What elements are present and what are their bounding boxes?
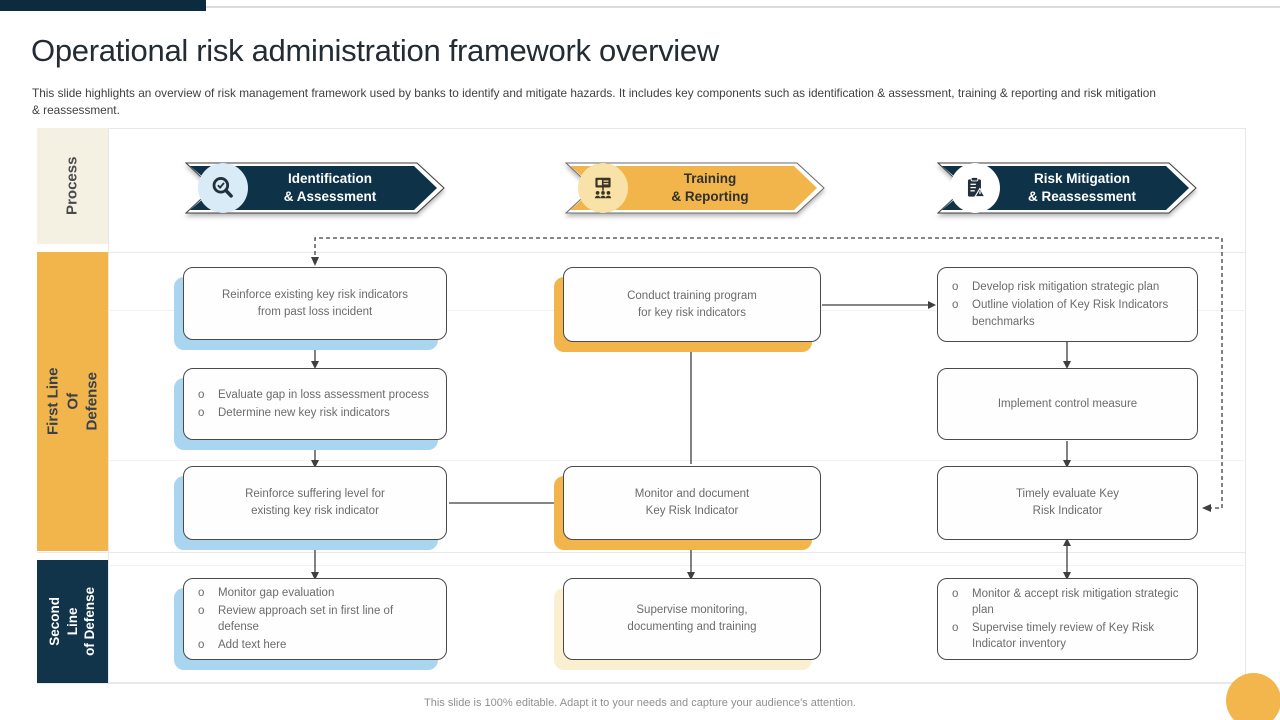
bullet-item: o Determine new key risk indicators: [198, 405, 432, 421]
top-divider-line: [206, 6, 1280, 8]
bullet-item: o Monitor gap evaluation: [198, 585, 432, 601]
banner-arrow-shape: [937, 162, 1197, 214]
box-text: Supervise monitoring, documenting and tr…: [627, 604, 757, 633]
bullet-item: o Outline violation of Key Risk Indicator…: [952, 297, 1183, 329]
row-label-first-line-of-defense: First Line Of Defense: [37, 252, 108, 551]
row-divider: [37, 683, 1246, 684]
flow-box-reinforce-existing-kri: Reinforce existing key risk indicators f…: [183, 267, 447, 340]
bullet-text: Supervise timely review of Key Risk Indi…: [972, 622, 1155, 651]
banner-label: Risk Mitigation & Reassessment: [999, 162, 1165, 214]
bullet-item: o Add text here: [198, 637, 432, 653]
row-divider: [37, 252, 1246, 253]
banner-label: Identification & Assessment: [247, 162, 413, 214]
bullet-item: o Monitor & accept risk mitigation strate…: [952, 586, 1183, 618]
bullet-marker: o: [952, 587, 959, 600]
bullet-text: Monitor gap evaluation: [218, 586, 335, 599]
footer-note: This slide is 100% editable. Adapt it to…: [424, 697, 856, 709]
bullet-text: Add text here: [218, 639, 287, 652]
bullet-text: Develop risk mitigation strategic plan: [972, 281, 1160, 294]
bullet-text: Evaluate gap in loss assessment process: [218, 388, 429, 401]
flow-box-reinforce-suffering-level: Reinforce suffering level for existing k…: [183, 466, 447, 540]
flow-box-supervise-monitoring: Supervise monitoring, documenting and tr…: [563, 578, 821, 660]
bullet-marker: o: [952, 281, 959, 294]
box-text: Conduct training program for key risk in…: [627, 289, 757, 319]
banner-label-line1: Identification: [288, 171, 372, 187]
corner-decoration-circle: [1226, 673, 1280, 720]
bullet-marker: o: [198, 586, 205, 599]
flow-box-timely-evaluate-kri: Timely evaluate Key Risk Indicator: [937, 466, 1198, 540]
row-label-text: Process: [63, 156, 81, 216]
process-banner-identification-assessment: Identification & Assessment: [185, 162, 445, 214]
magnifier-check-icon: [198, 163, 248, 213]
banner-label-line1: Training: [683, 171, 737, 187]
flow-box-implement-control-measure: Implement control measure: [937, 368, 1198, 440]
box-text: Reinforce suffering level for existing k…: [245, 488, 385, 517]
banner-label-line2: & Reporting: [671, 189, 749, 204]
bullet-text: Review approach set in first line of def…: [218, 604, 394, 633]
bullet-item: o Develop risk mitigation strategic plan: [952, 279, 1183, 295]
bullet-item: o Supervise timely review of Key Risk Ind…: [952, 620, 1183, 652]
process-banner-training-reporting: Training & Reporting: [565, 162, 825, 214]
bullet-text: Monitor & accept risk mitigation strateg…: [972, 587, 1179, 616]
banner-label: Training & Reporting: [627, 162, 793, 214]
bullet-marker: o: [952, 622, 959, 634]
flow-box-monitor-document-kri: Monitor and document Key Risk Indicator: [563, 466, 821, 540]
box-text: Implement control measure: [997, 397, 1138, 410]
bullet-marker: o: [952, 299, 959, 312]
bullet-marker: o: [198, 388, 205, 401]
clipboard-warning-icon: [950, 163, 1000, 213]
row-label-text: Second Line of Defense: [47, 586, 98, 657]
banner-label-line2: & Reassessment: [1027, 189, 1137, 204]
bullet-marker: o: [198, 604, 205, 617]
process-banner-risk-mitigation-reassessment: Risk Mitigation & Reassessment: [937, 162, 1197, 214]
flow-box-monitor-accept-plan: o Monitor & accept risk mitigation strate…: [937, 578, 1198, 660]
banner-arrow-shape: [565, 162, 825, 214]
banner-label-line2: & Assessment: [283, 189, 377, 204]
gridline: [37, 460, 1246, 461]
bullet-text: Outline violation of Key Risk Indicators…: [972, 299, 1169, 328]
bullet-text: Determine new key risk indicators: [218, 407, 390, 419]
row-label-second-line-of-defense: Second Line of Defense: [37, 560, 108, 683]
banner-arrow-shape: [185, 162, 445, 214]
bullet-marker: o: [198, 639, 205, 652]
row-divider: [37, 552, 1246, 553]
flow-box-conduct-training-program: Conduct training program for key risk in…: [563, 267, 821, 342]
bullet-marker: o: [198, 407, 205, 419]
slide-description: This slide highlights an overview of ris…: [32, 86, 1156, 118]
box-text: Monitor and document Key Risk Indicator: [634, 488, 750, 517]
bullet-item: o Review approach set in first line of de…: [198, 603, 432, 635]
row-label-text: First Line Of Defense: [44, 367, 101, 436]
bullet-item: o Evaluate gap in loss assessment process: [198, 387, 432, 403]
page-title: Operational risk administration framewor…: [31, 33, 719, 68]
banner-label-line1: Risk Mitigation: [1033, 171, 1130, 187]
training-presentation-icon: [578, 163, 628, 213]
gridline: [37, 565, 1246, 566]
row-label-process: Process: [37, 128, 108, 244]
box-text: Reinforce existing key risk indicators f…: [222, 288, 408, 318]
flow-box-evaluate-gap: o Evaluate gap in loss assessment process…: [183, 368, 447, 440]
top-accent-bar: [0, 0, 206, 11]
box-text: Timely evaluate Key Risk Indicator: [1015, 488, 1120, 517]
